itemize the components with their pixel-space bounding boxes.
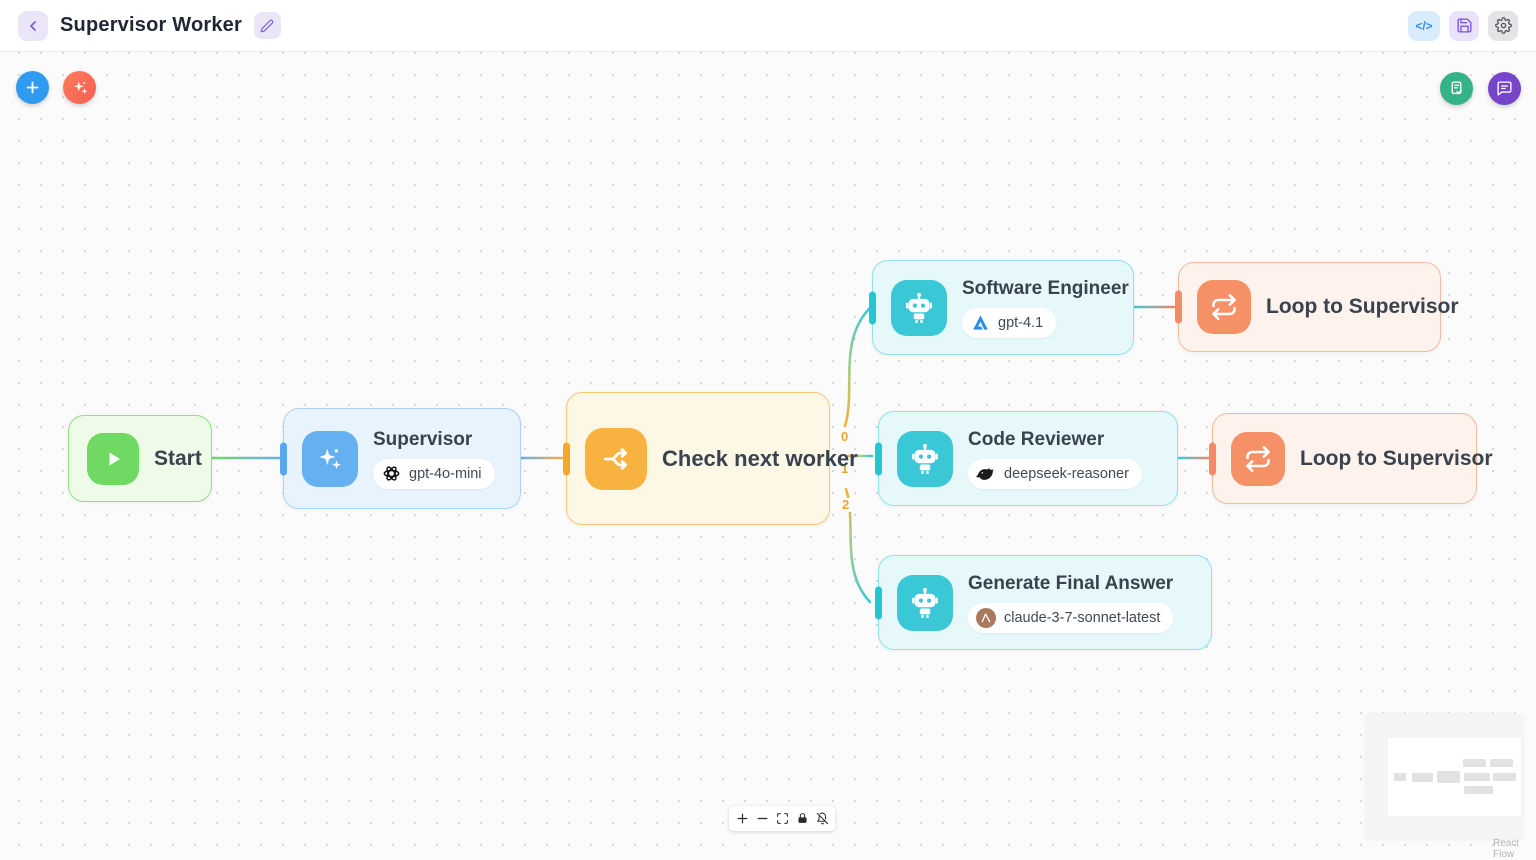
chat-button[interactable]: [1488, 72, 1521, 105]
bell-off-button[interactable]: [812, 806, 832, 831]
minimap-node-loop-bottom: [1493, 773, 1516, 781]
node-supervisor[interactable]: Supervisor gpt-4o-mini: [283, 408, 521, 509]
model-pill: gpt-4.1: [962, 308, 1056, 338]
canvas-controls: [729, 806, 835, 831]
settings-button[interactable]: [1488, 11, 1518, 41]
back-button[interactable]: [18, 11, 48, 41]
run-report-button[interactable]: [1440, 72, 1473, 105]
node-loop-to-supervisor-top[interactable]: Loop to Supervisor: [1178, 262, 1441, 352]
add-node-button[interactable]: [16, 71, 49, 104]
minimap-node-software-engineer: [1463, 759, 1486, 767]
repeat-icon: [1197, 280, 1251, 334]
top-bar: Supervisor Worker </>: [0, 0, 1536, 52]
model-pill: deepseek-reasoner: [968, 459, 1142, 489]
node-start[interactable]: Start: [68, 415, 212, 502]
page-title: Supervisor Worker: [60, 14, 242, 37]
minimap-node-check-next-worker: [1437, 771, 1460, 783]
anthropic-icon: [976, 608, 996, 628]
code-view-button[interactable]: </>: [1408, 11, 1440, 41]
node-title: Loop to Supervisor: [1300, 447, 1493, 471]
fit-view-button[interactable]: [772, 806, 792, 831]
node-title: Supervisor: [373, 429, 472, 451]
openai-icon: [381, 464, 401, 484]
split-icon: [585, 428, 647, 490]
model-pill: gpt-4o-mini: [373, 459, 495, 489]
node-software-engineer[interactable]: Software Engineer gpt-4.1: [872, 260, 1134, 355]
pencil-icon: [260, 19, 274, 33]
sparkles-icon: [302, 431, 358, 487]
node-code-reviewer[interactable]: Code Reviewer deepseek-reasoner: [878, 411, 1178, 506]
minimap-node-loop-top: [1490, 759, 1513, 767]
model-name: gpt-4o-mini: [409, 466, 482, 482]
edge-label-2[interactable]: 2: [840, 498, 851, 512]
input-handle[interactable]: [869, 291, 876, 324]
node-title: Check next worker: [662, 446, 858, 472]
node-title: Software Engineer: [962, 278, 1129, 300]
azure-icon: [970, 313, 990, 333]
edge-check-software-engineer[interactable]: [845, 309, 869, 426]
input-handle[interactable]: [1175, 291, 1182, 324]
model-name: claude-3-7-sonnet-latest: [1004, 610, 1160, 626]
node-title: Generate Final Answer: [968, 573, 1173, 595]
lock-button[interactable]: [792, 806, 812, 831]
deepseek-icon: [976, 464, 996, 484]
chat-bubble-icon: [1496, 80, 1513, 97]
minimap[interactable]: [1366, 713, 1522, 838]
zoom-out-button[interactable]: [752, 806, 772, 831]
repeat-icon: [1231, 432, 1285, 486]
floppy-disk-icon: [1456, 17, 1473, 34]
react-flow-attribution: React Flow: [1493, 838, 1536, 860]
minimap-node-generate-final-answer: [1464, 786, 1493, 794]
node-loop-to-supervisor-bottom[interactable]: Loop to Supervisor: [1212, 413, 1477, 504]
flow-canvas[interactable]: 0 1 2 Start Supervisor gpt-4o-mini: [0, 52, 1536, 852]
document-check-icon: [1448, 80, 1465, 97]
input-handle[interactable]: [280, 442, 287, 475]
model-pill: claude-3-7-sonnet-latest: [968, 603, 1173, 633]
ai-assist-button[interactable]: [63, 71, 96, 104]
model-name: gpt-4.1: [998, 315, 1043, 331]
input-handle[interactable]: [875, 586, 882, 619]
plus-icon: [24, 79, 41, 96]
node-title: Code Reviewer: [968, 429, 1104, 451]
minimap-node-start: [1394, 773, 1406, 781]
node-generate-final-answer[interactable]: Generate Final Answer claude-3-7-sonnet-…: [878, 555, 1212, 650]
robot-icon: [897, 575, 953, 631]
node-title: Loop to Supervisor: [1266, 295, 1459, 319]
minimap-node-code-reviewer: [1464, 773, 1490, 781]
zoom-in-button[interactable]: [732, 806, 752, 831]
input-handle[interactable]: [1209, 442, 1216, 475]
model-name: deepseek-reasoner: [1004, 466, 1129, 482]
edge-label-0[interactable]: 0: [839, 430, 850, 444]
chevron-left-icon: [25, 18, 41, 34]
input-handle[interactable]: [563, 442, 570, 475]
gear-icon: [1495, 17, 1512, 34]
input-handle[interactable]: [875, 442, 882, 475]
save-button[interactable]: [1449, 11, 1479, 41]
node-check-next-worker[interactable]: Check next worker: [566, 392, 830, 525]
sparkles-icon: [71, 79, 89, 97]
play-icon: [87, 433, 139, 485]
node-title: Start: [154, 447, 202, 471]
robot-icon: [897, 431, 953, 487]
robot-icon: [891, 280, 947, 336]
edit-title-button[interactable]: [254, 12, 281, 39]
minimap-node-supervisor: [1412, 773, 1433, 782]
